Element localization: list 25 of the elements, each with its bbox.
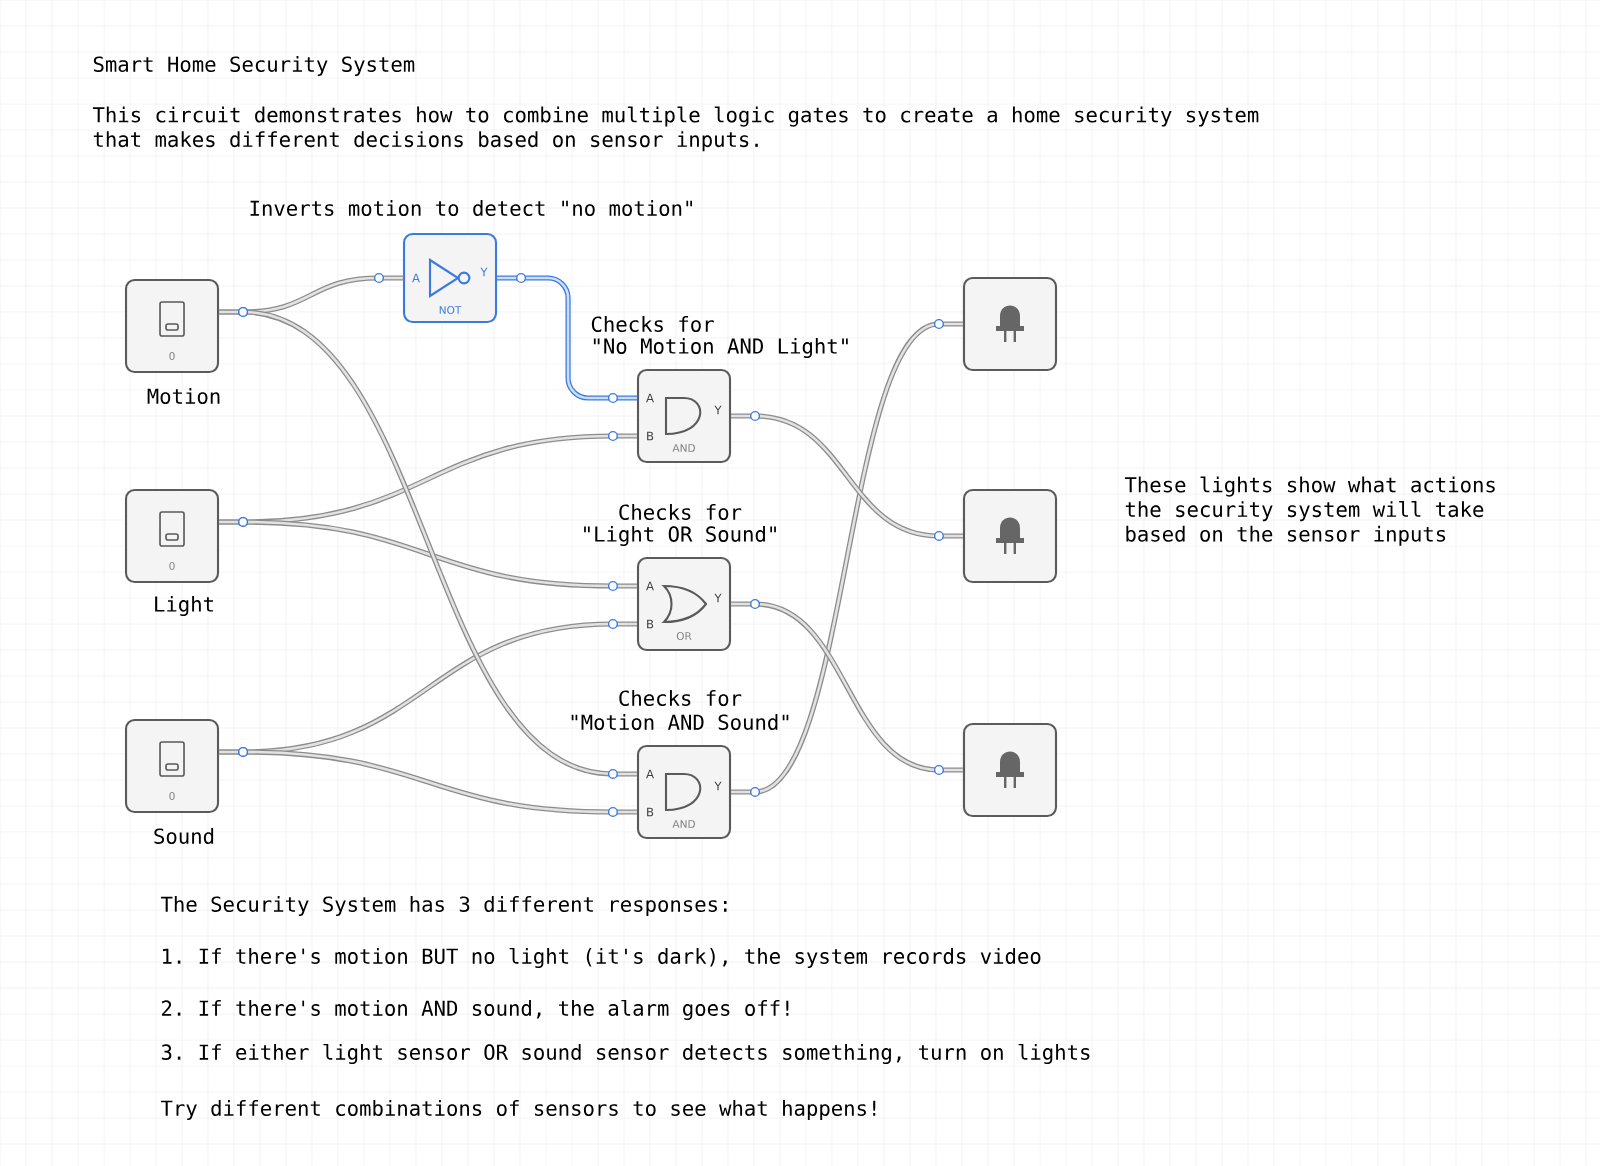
wire xyxy=(219,749,637,815)
gate-caption: Checks for xyxy=(619,690,742,706)
wire xyxy=(731,413,963,539)
gate-caption: Inverts motion to detect "no motion" xyxy=(250,200,692,216)
switch-label: Light xyxy=(155,595,214,617)
wire xyxy=(219,519,637,589)
description-text: This circuit demonstrates how to combine multiple logic gates to create a home security system that makes different decisions based on sensor inputs. xyxy=(92,106,1259,152)
switch-label: Motion xyxy=(147,388,220,404)
note-text: 1. If there's motion BUT no light (it's dark), the system records video xyxy=(162,947,1041,969)
note-text: 2. If there's motion AND sound, the alarm goes off! xyxy=(162,999,789,1021)
gate-caption: Checks for xyxy=(619,504,742,520)
wire xyxy=(731,601,963,773)
gate-caption: Checks for xyxy=(591,316,714,332)
gate-caption: "Motion AND Sound" xyxy=(571,714,789,730)
gate-caption: "No Motion AND Light" xyxy=(593,337,848,359)
switch-label: Sound xyxy=(154,828,214,844)
wire xyxy=(219,309,637,777)
title: Smart Home Security System xyxy=(93,56,415,76)
note-text: Try different combinations of sensors to see what happens! xyxy=(160,1100,876,1120)
note-text: 3. If either light sensor OR sound sensor detects something, turn on lights xyxy=(161,1043,1090,1065)
wire xyxy=(731,321,963,795)
note-text: The Security System has 3 different responses: xyxy=(160,896,727,916)
note-text: These lights show what actions the security system will take based on the sensor inputs xyxy=(1124,476,1495,546)
gate-caption: "Light OR Sound" xyxy=(584,525,776,547)
wire xyxy=(497,275,637,401)
